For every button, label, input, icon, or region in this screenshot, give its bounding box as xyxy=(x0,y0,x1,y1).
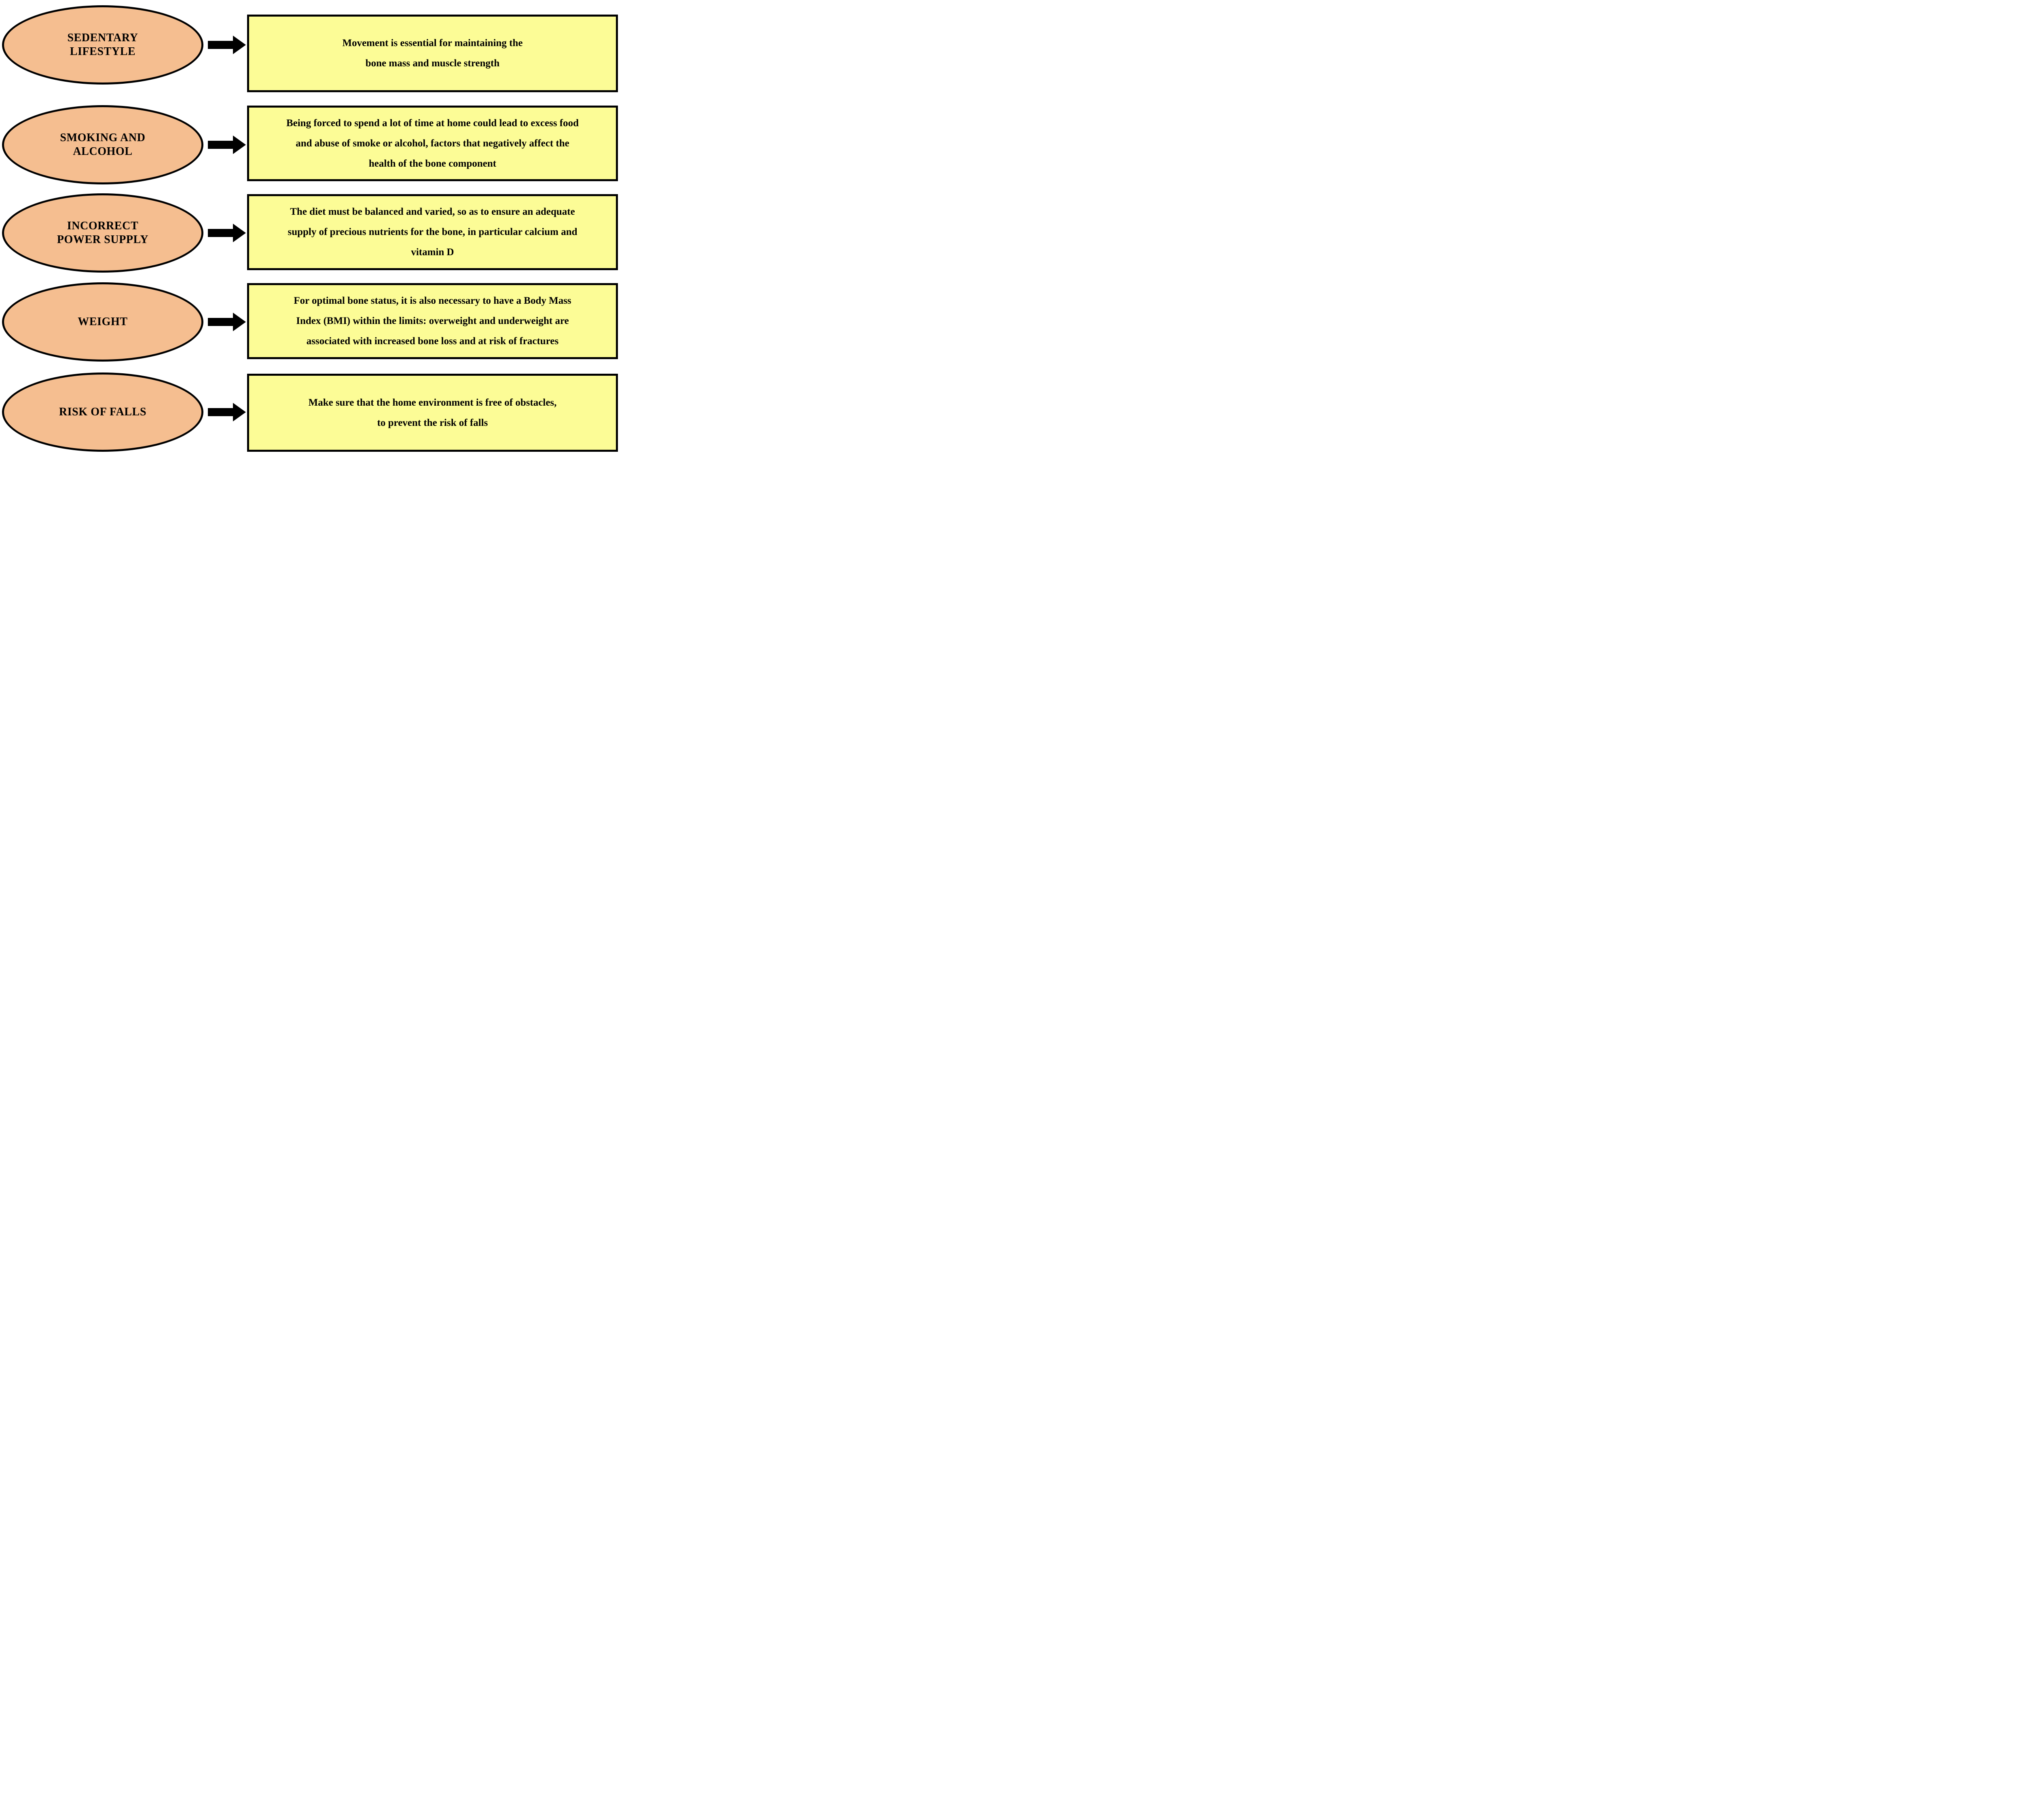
node-ellipse-smoking-and-alcohol[interactable]: SMOKING AND ALCOHOL xyxy=(2,105,203,184)
node-ellipse-wrapper: RISK OF FALLS xyxy=(2,372,203,452)
node-ellipse-weight[interactable]: WEIGHT xyxy=(2,282,203,362)
detail-box-smoking-and-alcohol[interactable]: Being forced to spend a lot of time at h… xyxy=(247,106,618,181)
diagram-row: RISK OF FALLS Make sure that the home en… xyxy=(0,361,625,456)
detail-box-weight[interactable]: For optimal bone status, it is also nece… xyxy=(247,283,618,359)
diagram-canvas: SEDENTARY LIFESTYLE Movement is essentia… xyxy=(0,0,625,469)
arrow-right-icon xyxy=(208,403,246,421)
node-ellipse-incorrect-power-supply[interactable]: INCORRECT POWER SUPPLY xyxy=(2,193,203,273)
detail-box-text: Movement is essential for maintaining th… xyxy=(342,38,523,69)
diagram-row: INCORRECT POWER SUPPLY The diet must be … xyxy=(0,183,625,273)
node-ellipse-wrapper: SEDENTARY LIFESTYLE xyxy=(2,5,203,85)
node-ellipse-label: WEIGHT xyxy=(78,315,128,328)
detail-box-text: Make sure that the home environment is f… xyxy=(308,397,557,428)
arrow-right-icon xyxy=(208,135,246,154)
node-ellipse-sedentary-lifestyle[interactable]: SEDENTARY LIFESTYLE xyxy=(2,5,203,85)
diagram-row: SMOKING AND ALCOHOL Being forced to spen… xyxy=(0,94,625,184)
node-ellipse-label: INCORRECT POWER SUPPLY xyxy=(57,219,149,246)
node-ellipse-wrapper: INCORRECT POWER SUPPLY xyxy=(2,193,203,273)
arrow-right-icon xyxy=(208,224,246,242)
detail-box-risk-of-falls[interactable]: Make sure that the home environment is f… xyxy=(247,374,618,452)
arrow-right-icon xyxy=(208,313,246,331)
node-ellipse-wrapper: WEIGHT xyxy=(2,282,203,362)
node-ellipse-label: RISK OF FALLS xyxy=(59,405,147,418)
diagram-row: WEIGHT For optimal bone status, it is al… xyxy=(0,271,625,362)
node-ellipse-wrapper: SMOKING AND ALCOHOL xyxy=(2,105,203,184)
detail-box-text: The diet must be balanced and varied, so… xyxy=(288,206,577,258)
detail-box-sedentary-lifestyle[interactable]: Movement is essential for maintaining th… xyxy=(247,15,618,92)
detail-box-text: Being forced to spend a lot of time at h… xyxy=(286,117,579,169)
arrow-right-icon xyxy=(208,36,246,54)
node-ellipse-risk-of-falls[interactable]: RISK OF FALLS xyxy=(2,372,203,452)
node-ellipse-label: SMOKING AND ALCOHOL xyxy=(60,131,146,158)
diagram-row: SEDENTARY LIFESTYLE Movement is essentia… xyxy=(0,0,625,94)
detail-box-incorrect-power-supply[interactable]: The diet must be balanced and varied, so… xyxy=(247,194,618,270)
node-ellipse-label: SEDENTARY LIFESTYLE xyxy=(67,31,138,58)
detail-box-text: For optimal bone status, it is also nece… xyxy=(294,295,571,347)
